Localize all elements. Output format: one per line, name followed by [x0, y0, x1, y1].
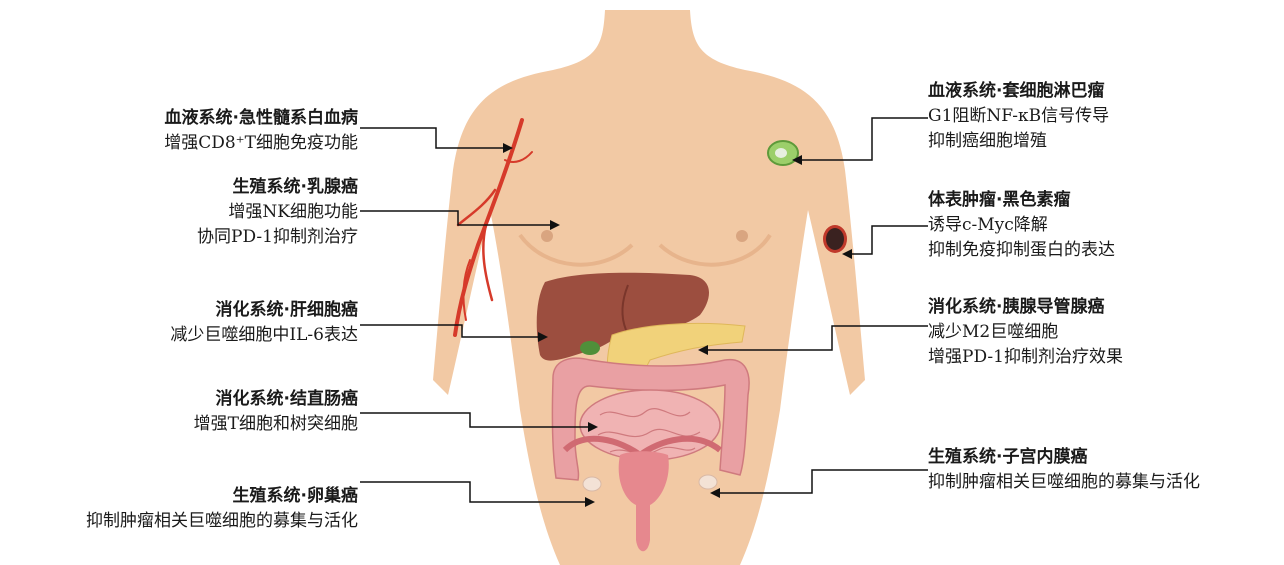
annotation-title: 生殖系统·卵巢癌: [86, 484, 358, 509]
annotation-line: 增强T细胞和树突细胞: [194, 412, 358, 437]
annotation-line: 诱导c-Myc降解: [928, 213, 1115, 238]
nipple: [736, 230, 748, 242]
annotation-aml: 血液系统·急性髓系白血病 增强CD8⁺T细胞免疫功能: [164, 106, 358, 156]
annotation-line: 增强PD-1抑制剂治疗效果: [928, 345, 1123, 370]
annotation-title: 消化系统·胰腺导管腺癌: [928, 295, 1123, 320]
annotation-line: G1阻断NF-κB信号传导: [928, 104, 1109, 129]
annotation-ovarian-cancer: 生殖系统·卵巢癌 抑制肿瘤相关巨噬细胞的募集与活化: [86, 484, 358, 534]
annotation-title: 消化系统·结直肠癌: [194, 387, 358, 412]
annotation-title: 体表肿瘤·黑色素瘤: [928, 188, 1115, 213]
annotation-line: 增强CD8⁺T细胞免疫功能: [164, 131, 358, 156]
annotation-mantle-cell-lymphoma: 血液系统·套细胞淋巴瘤 G1阻断NF-κB信号传导 抑制癌细胞增殖: [928, 79, 1109, 154]
annotation-hepatocellular-carcinoma: 消化系统·肝细胞癌 减少巨噬细胞中IL-6表达: [170, 298, 358, 348]
annotation-title: 生殖系统·乳腺癌: [197, 175, 358, 200]
annotation-endometrial-cancer: 生殖系统·子宫内膜癌 抑制肿瘤相关巨噬细胞的募集与活化: [928, 445, 1200, 495]
annotation-line: 减少巨噬细胞中IL-6表达: [170, 323, 358, 348]
annotation-colorectal-cancer: 消化系统·结直肠癌 增强T细胞和树突细胞: [194, 387, 358, 437]
annotation-line: 协同PD-1抑制剂治疗: [197, 225, 358, 250]
gallbladder: [580, 341, 600, 355]
annotation-line: 抑制癌细胞增殖: [928, 129, 1109, 154]
nipple: [541, 230, 553, 242]
annotation-line: 抑制免疫抑制蛋白的表达: [928, 238, 1115, 263]
annotation-pancreatic-ductal-adenocarcinoma: 消化系统·胰腺导管腺癌 减少M2巨噬细胞 增强PD-1抑制剂治疗效果: [928, 295, 1123, 370]
annotation-title: 消化系统·肝细胞癌: [170, 298, 358, 323]
annotation-breast-cancer: 生殖系统·乳腺癌 增强NK细胞功能 协同PD-1抑制剂治疗: [197, 175, 358, 250]
melanoma-lesion: [823, 225, 847, 253]
annotation-line: 增强NK细胞功能: [197, 200, 358, 225]
annotation-title: 血液系统·套细胞淋巴瘤: [928, 79, 1109, 104]
annotation-title: 血液系统·急性髓系白血病: [164, 106, 358, 131]
annotation-melanoma: 体表肿瘤·黑色素瘤 诱导c-Myc降解 抑制免疫抑制蛋白的表达: [928, 188, 1115, 263]
annotation-line: 抑制肿瘤相关巨噬细胞的募集与活化: [86, 509, 358, 534]
lymph-node: [768, 141, 798, 165]
annotation-title: 生殖系统·子宫内膜癌: [928, 445, 1200, 470]
annotation-line: 抑制肿瘤相关巨噬细胞的募集与活化: [928, 470, 1200, 495]
annotation-line: 减少M2巨噬细胞: [928, 320, 1123, 345]
